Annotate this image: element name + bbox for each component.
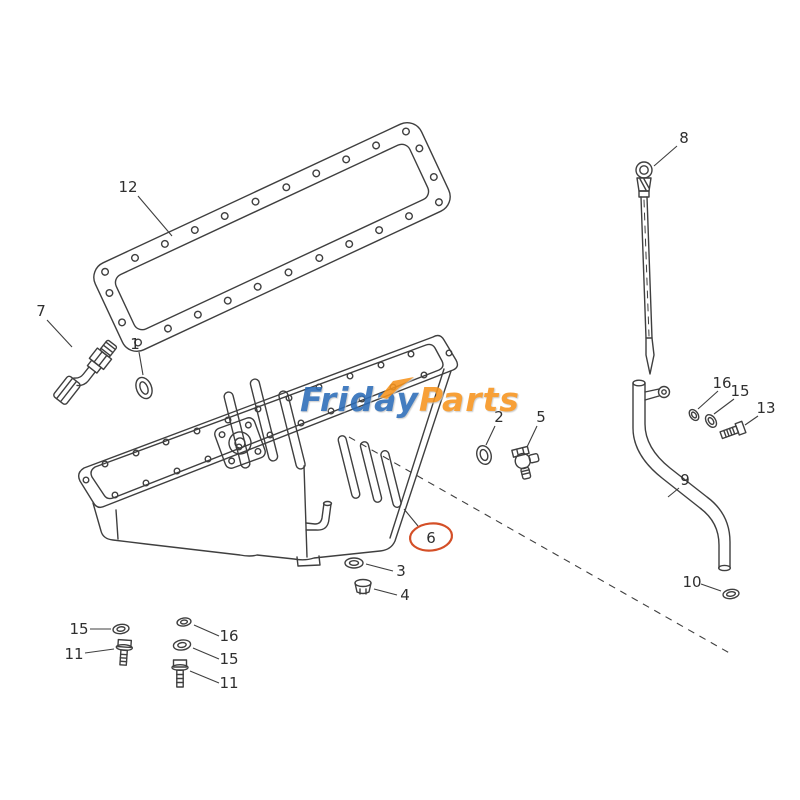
part-label-6: 6 (426, 529, 436, 547)
part-label-9: 9 (680, 471, 690, 489)
part-label-13: 13 (756, 399, 775, 417)
washer-15-br-drawing (172, 639, 192, 651)
part-label-10: 10 (682, 573, 701, 591)
part-label-3: 3 (396, 562, 406, 580)
part-label-1: 1 (130, 335, 140, 353)
washer-16-br-drawing (176, 617, 192, 627)
washer-3-drawing (344, 557, 364, 569)
part-label-16-right: 16 (712, 374, 731, 392)
part-label-7: 7 (36, 302, 46, 320)
watermark: FridayParts (300, 377, 520, 419)
part-label-15-br: 15 (219, 650, 238, 668)
watermark-text: FridayParts (300, 380, 520, 419)
watermark-swoosh-icon (380, 377, 414, 399)
sensor-drawing (53, 339, 118, 405)
part-label-12: 12 (118, 178, 137, 196)
part-label-2: 2 (494, 408, 504, 426)
gasket-drawing (93, 121, 451, 353)
watermark-second-word: Parts (419, 380, 520, 419)
leader-lines (46, 145, 759, 684)
part-label-15-right: 15 (730, 382, 749, 400)
part-label-15-bl: 15 (69, 620, 88, 638)
assembly-centerline (348, 436, 734, 656)
washer-15-bl-drawing (112, 623, 130, 635)
highlight-ellipse (408, 522, 454, 552)
part-label-11-br: 11 (219, 674, 238, 692)
oil-pan-drawing (77, 334, 459, 567)
bolt-11-bl-drawing (115, 638, 133, 666)
elbow-fitting (305, 500, 333, 531)
part-labels: 12 7 1 8 16 15 13 2 5 9 6 3 4 10 15 11 1… (36, 129, 775, 692)
valve-5-drawing (511, 445, 540, 480)
washer-15-right-drawing (704, 413, 718, 429)
bolt-13-drawing (719, 420, 747, 440)
bolt-11-br-drawing (171, 659, 189, 688)
oring-10-drawing (722, 588, 740, 600)
tube-drawing (632, 379, 732, 572)
part-label-16-br: 16 (219, 627, 238, 645)
part-label-11-bl: 11 (64, 645, 83, 663)
part-label-8: 8 (679, 129, 689, 147)
part-label-4: 4 (400, 586, 410, 604)
washer-16-right-drawing (688, 408, 700, 422)
dipstick-drawing (635, 161, 655, 375)
oring-1-drawing (135, 376, 153, 400)
pickup-boss (214, 417, 266, 469)
plug-4-drawing (354, 578, 372, 595)
oring-2-drawing (476, 445, 492, 465)
part-label-5: 5 (536, 408, 546, 426)
